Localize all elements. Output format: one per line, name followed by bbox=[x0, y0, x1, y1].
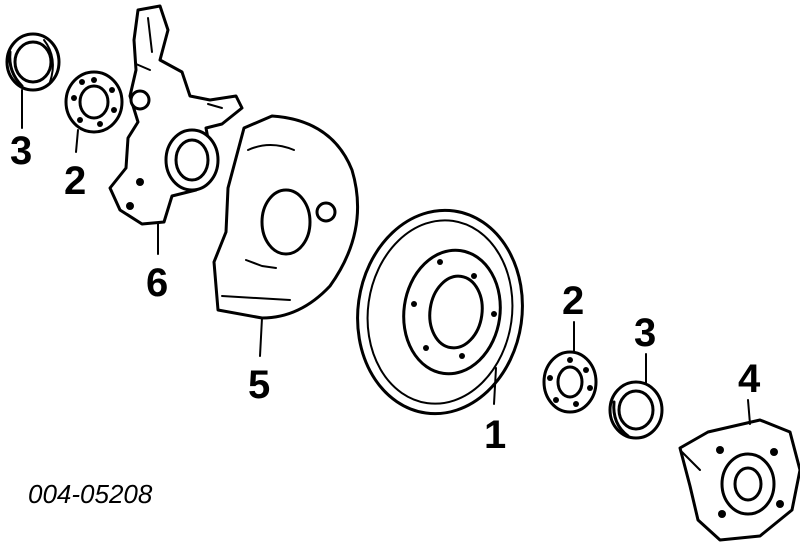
inner-bearing-drawing bbox=[64, 70, 124, 134]
part-label-5: 5 bbox=[248, 363, 270, 407]
part-label-3-left: 3 bbox=[10, 129, 32, 173]
leader-lines bbox=[21, 89, 751, 425]
drawing-code: 004-05208 bbox=[28, 479, 153, 509]
brake-disc-drawing bbox=[356, 208, 524, 416]
part-label-2-right: 2 bbox=[562, 279, 584, 323]
inner-seal-race-drawing bbox=[5, 32, 61, 92]
part-label-6: 6 bbox=[146, 261, 168, 305]
part-label-1: 1 bbox=[484, 413, 506, 457]
part-label-3-right: 3 bbox=[634, 311, 656, 355]
steering-knuckle-drawing bbox=[108, 4, 244, 226]
wheel-hub-drawing bbox=[678, 418, 800, 542]
part-label-2-left: 2 bbox=[64, 159, 86, 203]
part-label-4: 4 bbox=[738, 357, 761, 401]
dust-shield-drawing bbox=[212, 114, 360, 320]
outer-seal-race-drawing bbox=[608, 380, 664, 440]
outer-bearing-drawing bbox=[542, 350, 598, 414]
